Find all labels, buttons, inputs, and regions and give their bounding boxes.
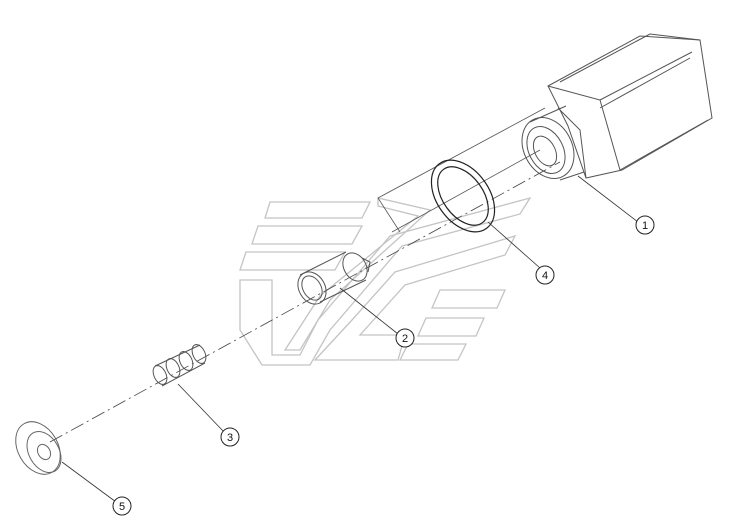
part-3-spring xyxy=(152,344,207,387)
assembly-axis xyxy=(49,161,561,443)
watermark-logo xyxy=(239,196,532,366)
callout-3-label: 3 xyxy=(227,432,233,444)
callout-1-label: 1 xyxy=(642,220,648,232)
callout-2-label: 2 xyxy=(402,333,408,345)
callout-4-label: 4 xyxy=(542,270,548,282)
callout-1: 1 xyxy=(635,215,655,235)
callout-4: 4 xyxy=(535,265,555,285)
part-4-o-ring xyxy=(430,159,496,233)
callout-5: 5 xyxy=(112,496,132,516)
leader-lines xyxy=(61,175,639,503)
construction-lines xyxy=(377,107,546,233)
part-2-poppet xyxy=(297,251,371,305)
part-1-hex-housing xyxy=(521,33,713,181)
part-5-disc xyxy=(15,421,62,475)
callout-5-label: 5 xyxy=(119,501,125,513)
callout-3: 3 xyxy=(220,427,240,447)
callout-2: 2 xyxy=(395,328,415,348)
